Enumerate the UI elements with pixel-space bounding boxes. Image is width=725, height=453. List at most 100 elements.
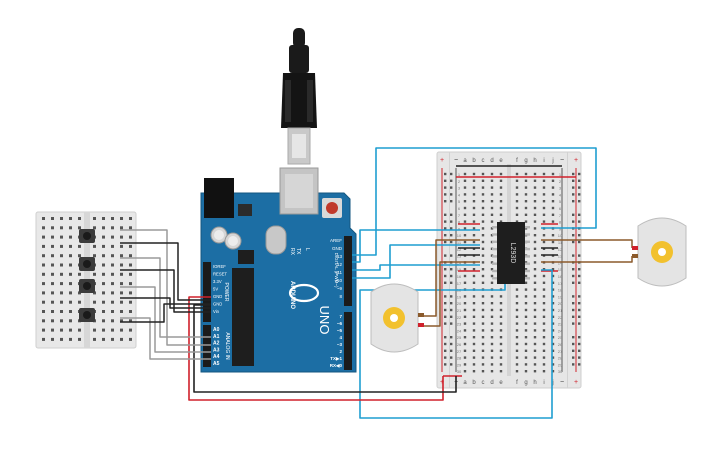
analog-pin-label: A5 <box>213 361 220 367</box>
row-number: 25 <box>457 335 462 340</box>
column-letter: h <box>533 380 536 386</box>
column-letter: g <box>524 158 527 164</box>
row-number: 24 <box>457 328 462 333</box>
column-letter: d <box>490 380 493 386</box>
column-letter: c <box>482 158 485 164</box>
digital-pin-label: ~11 <box>335 270 343 275</box>
row-number: 21 <box>457 308 462 313</box>
rail-minus-top-left: − <box>454 157 458 164</box>
rail-plus-bottom-left: + <box>440 379 444 386</box>
pushbutton-2[interactable] <box>79 257 95 271</box>
blue-wires <box>352 147 597 419</box>
row-number: 15 <box>558 267 563 272</box>
row-number: 30 <box>457 369 462 374</box>
row-number: 18 <box>558 288 563 293</box>
row-number: 8 <box>559 220 562 225</box>
dc-motor-right[interactable] <box>632 217 687 287</box>
breadboard-row-numbers-right: 1234567891011121314151617181920212223242… <box>558 172 563 374</box>
breadboard-black-jumpers <box>456 165 562 256</box>
row-number: 22 <box>558 315 563 320</box>
rail-plus-top-right: + <box>574 157 578 164</box>
pushbuttons <box>79 229 95 322</box>
dc-motor-left[interactable] <box>370 283 424 353</box>
row-number: 28 <box>457 356 462 361</box>
l-label: L <box>304 248 310 251</box>
row-number: 5 <box>458 199 461 204</box>
digital-pin-label: 8 <box>339 294 342 299</box>
wires <box>120 147 633 419</box>
row-number: 2 <box>559 179 562 184</box>
row-number: 3 <box>559 186 562 191</box>
l293d-chip[interactable]: L293D <box>492 222 530 284</box>
column-letter: e <box>499 158 503 164</box>
pushbutton-3[interactable] <box>79 279 95 293</box>
rx-label: RX <box>289 248 295 256</box>
digital-pin-label: ~9 <box>337 286 343 291</box>
power-pin-label: 5V <box>213 287 218 292</box>
column-letter: g <box>524 380 527 386</box>
pushbutton-4[interactable] <box>79 308 95 322</box>
rail-minus-bottom-right: − <box>560 379 564 386</box>
row-number: 6 <box>559 206 562 211</box>
row-number: 29 <box>457 362 462 367</box>
row-number: 6 <box>458 206 461 211</box>
row-number: 30 <box>558 369 563 374</box>
power-pin-label: IOREF <box>213 264 226 269</box>
digital-pin-label: ~3 <box>337 342 343 347</box>
arduino-uno[interactable] <box>200 167 357 373</box>
row-number: 12 <box>558 247 563 252</box>
power-pin-label: Vin <box>213 309 220 314</box>
column-letter: c <box>482 380 485 386</box>
arduino-labels: UNO ARDUINO TX RX L POWER ANALOG IN DIGI… <box>213 238 343 368</box>
row-number: 26 <box>558 342 563 347</box>
column-letter: e <box>499 380 503 386</box>
row-number: 20 <box>457 301 462 306</box>
digital-pin-label: 7 <box>339 314 342 319</box>
row-number: 15 <box>457 267 462 272</box>
black-ground-wire <box>193 304 457 393</box>
column-letter: d <box>490 158 493 164</box>
row-number: 27 <box>558 349 563 354</box>
row-number: 3 <box>458 186 461 191</box>
digital-pin-label: 12 <box>337 262 343 267</box>
row-number: 11 <box>558 240 563 245</box>
arduino-model-label: UNO <box>317 306 332 335</box>
breadboard-red-jumpers <box>443 176 576 377</box>
row-number: 4 <box>458 192 461 197</box>
chip-pins <box>492 226 530 280</box>
chip-label: L293D <box>509 243 516 264</box>
digital-pin-label: ~5 <box>337 328 343 333</box>
power-pin-label: GND <box>213 302 222 307</box>
column-letter: i <box>543 158 544 164</box>
row-number: 23 <box>558 322 563 327</box>
pushbutton-1[interactable] <box>79 229 95 243</box>
analog-pin-label: A2 <box>213 341 220 347</box>
digital-pin-label: AREF <box>330 238 342 243</box>
analog-pin-label: A1 <box>213 334 220 340</box>
pushbutton-wires <box>120 229 211 360</box>
row-number: 17 <box>457 281 462 286</box>
power-header-label: POWER <box>223 283 229 302</box>
row-number: 13 <box>457 254 462 259</box>
digital-header-label: DIGITAL (PWM~) <box>334 253 339 288</box>
row-number: 13 <box>558 254 563 259</box>
row-number: 16 <box>457 274 462 279</box>
row-number: 17 <box>558 281 563 286</box>
row-number: 4 <box>559 192 562 197</box>
row-number: 25 <box>558 335 563 340</box>
row-number: 26 <box>457 342 462 347</box>
digital-pin-label: TX▶1 <box>330 356 342 361</box>
usb-cable[interactable] <box>281 28 317 165</box>
row-number: 23 <box>457 322 462 327</box>
row-number: 10 <box>558 233 563 238</box>
column-letter: f <box>516 380 518 386</box>
row-number: 19 <box>558 294 563 299</box>
digital-pin-label: ~6 <box>337 321 343 326</box>
row-number: 7 <box>559 213 562 218</box>
column-letter: i <box>543 380 544 386</box>
column-letter: h <box>533 158 536 164</box>
column-letter: j <box>551 158 553 164</box>
